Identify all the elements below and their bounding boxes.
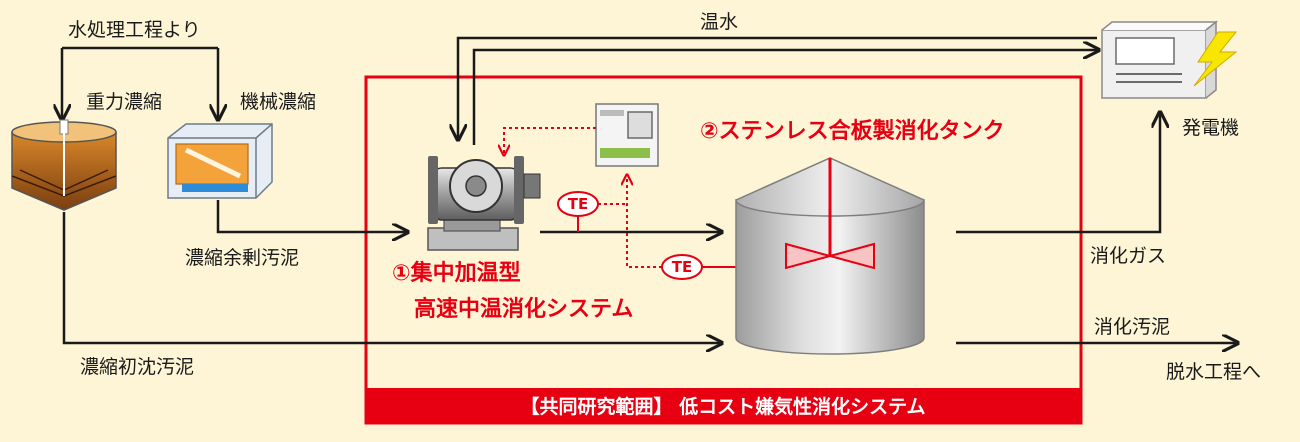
primary-sludge-line <box>62 212 720 343</box>
inbound-split-lines <box>62 46 218 118</box>
label-thickened-excess-sludge: 濃縮余剰汚泥 <box>185 247 299 269</box>
te-sensor-1-label: TE <box>568 195 588 213</box>
stainless-digestion-tank <box>735 157 925 355</box>
digestion-gas-line <box>956 114 1160 234</box>
hot-water-loop <box>458 36 1097 145</box>
callout-system-1-line1: ①集中加温型 <box>392 260 521 286</box>
label-to-dewatering: 脱水工程へ <box>1166 361 1261 383</box>
label-thickened-primary-sludge: 濃縮初沈汚泥 <box>80 356 194 378</box>
excess-sludge-line <box>216 200 406 232</box>
label-mechanical-thickening: 機械濃縮 <box>240 91 316 113</box>
callout-system-2: ②ステンレス合板製消化タンク <box>700 118 1005 144</box>
generator <box>1101 20 1219 99</box>
control-signal-line <box>504 127 596 154</box>
control-panel <box>595 103 659 167</box>
label-gravity-thickening: 重力濃縮 <box>86 91 162 113</box>
gravity-thickener <box>11 119 117 211</box>
mechanical-thickener <box>167 123 273 199</box>
te-signal-lines <box>598 176 662 268</box>
joint-research-banner <box>366 388 1081 423</box>
label-hot-water: 温水 <box>700 11 738 33</box>
centralized-heating-pump <box>427 156 541 251</box>
lightning-icon <box>1193 31 1238 87</box>
label-digestion-gas: 消化ガス <box>1090 245 1166 267</box>
label-from-water-treatment: 水処理工程より <box>68 19 201 41</box>
callout-system-1-line2: 高速中温消化システム <box>414 296 633 322</box>
te-sensor-2-label: TE <box>672 258 692 276</box>
label-generator: 発電機 <box>1182 117 1239 139</box>
label-digested-sludge: 消化汚泥 <box>1094 316 1170 338</box>
banner-title: 【共同研究範囲】 低コスト嫌気性消化システム <box>520 395 925 418</box>
